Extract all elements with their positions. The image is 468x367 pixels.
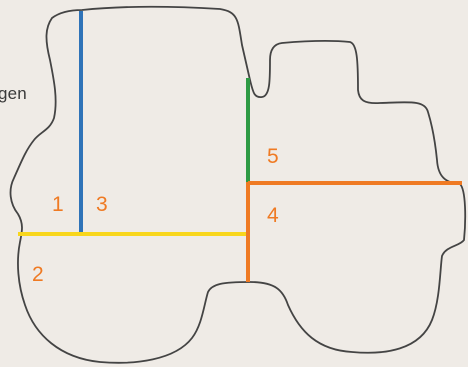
region-label-1: 1 xyxy=(52,193,64,216)
region-label-4: 4 xyxy=(267,204,279,227)
region-label-3: 3 xyxy=(96,193,108,216)
region-label-5: 5 xyxy=(267,145,279,168)
region-label-2: 2 xyxy=(32,263,44,286)
